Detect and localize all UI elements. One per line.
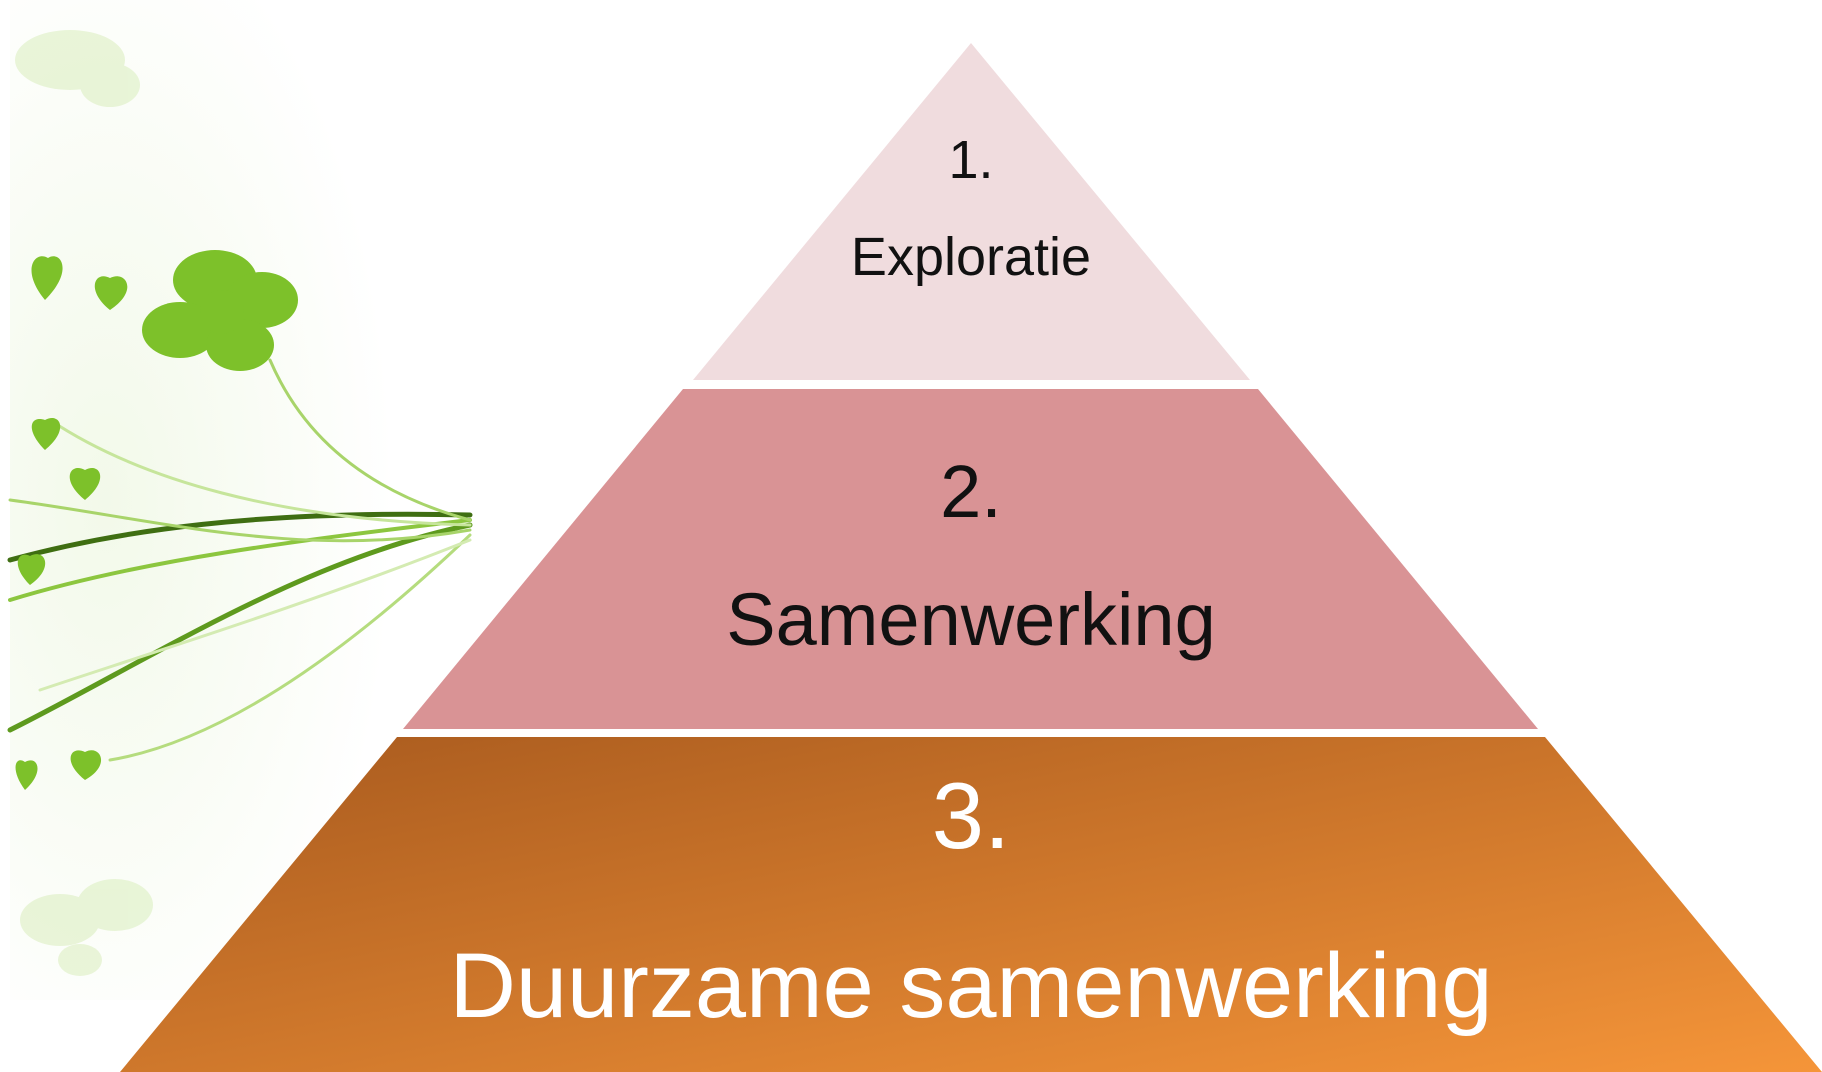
leaf-icon	[31, 418, 61, 450]
faint-butterfly-bottom-icon	[20, 879, 153, 976]
vine-leaves	[15, 256, 128, 790]
leaf-icon	[70, 750, 102, 780]
pyramid-level-3-label: Duurzame samenwerking	[449, 935, 1492, 1037]
leaf-icon	[31, 256, 63, 300]
leaf-icon	[17, 554, 46, 585]
leaf-icon	[94, 276, 128, 310]
faint-butterfly-top-icon	[15, 30, 140, 107]
pyramid-level-2-shape	[403, 389, 1538, 729]
butterfly-icon	[142, 250, 298, 371]
pyramid-level-1-number: 1.	[948, 130, 993, 190]
leaf-icon	[69, 468, 101, 500]
vine-stems	[7, 358, 473, 762]
leaf-icon	[15, 760, 38, 790]
pyramid-level-1-label: Exploratie	[851, 227, 1091, 287]
pyramid-level-3-shape	[120, 737, 1822, 1072]
pyramid-level-2-label: Samenwerking	[726, 578, 1215, 661]
pyramid-level-3-number: 3.	[932, 763, 1010, 868]
vine-decoration	[7, 0, 490, 1000]
pyramid-level-1-shape	[693, 43, 1250, 380]
pyramid-diagram: 1. Exploratie 2. Samenwerking 3. Duurzam…	[120, 43, 1822, 1072]
pyramid-level-2-number: 2.	[940, 450, 1002, 533]
